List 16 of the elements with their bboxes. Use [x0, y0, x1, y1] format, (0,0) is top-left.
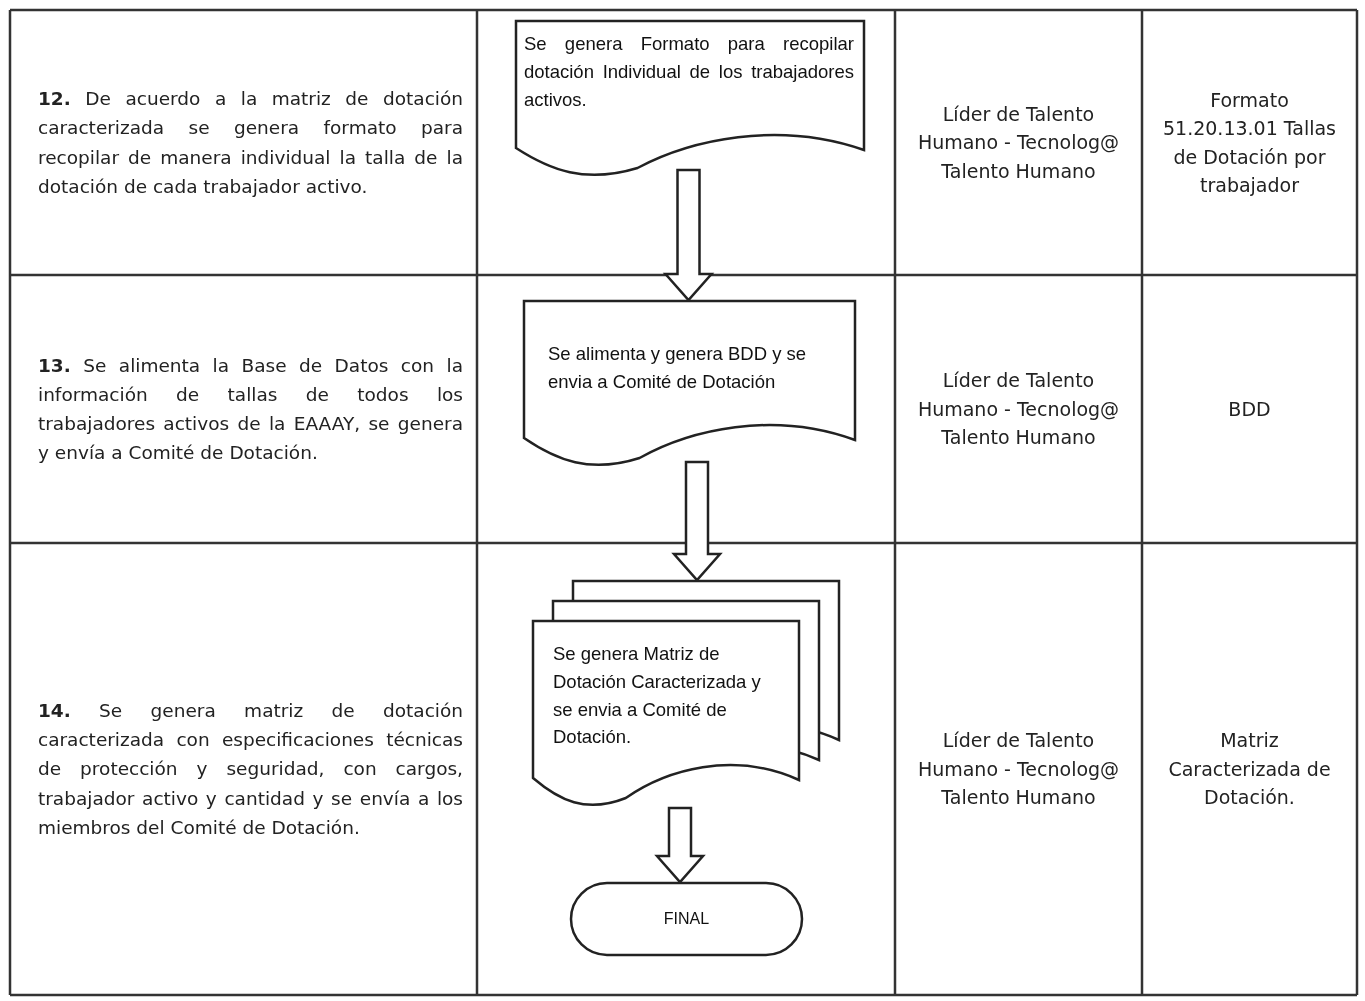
terminator-label: FINAL — [662, 909, 711, 929]
document-text: Se alimenta y genera BDD y se envia a Comité de Dotación — [548, 342, 808, 394]
step-description: 14. Se genera matriz de dotación caracterizada con especificaciones técnicas de protección y seguridad, con cargos, trabajador activo y cantidad y se envía a los miembros del Comité de Dotación. — [38, 698, 463, 840]
output-document: Formato 51.20.13.01 Tallas de Dotación por trabajador — [1161, 87, 1338, 198]
block-arrow — [671, 460, 723, 582]
step-description: 13. Se alimenta la Base de Datos con la información de tallas de todos los trabajadores activos de la EAAAY, se genera y envía a Comité de Dotación. — [38, 353, 463, 466]
responsible-role: Líder de Talento Humano - Tecnolog@ Talento Humano — [916, 368, 1121, 451]
document-text: Se genera Matriz de Dotación Caracterizada y se envia a Comité de Dotación. — [553, 642, 762, 750]
block-arrow — [654, 806, 706, 884]
responsible-role: Líder de Talento Humano - Tecnolog@ Talento Humano — [916, 101, 1121, 184]
output-document: BDD — [1228, 396, 1271, 422]
output-document: Matriz Caracterizada de Dotación. — [1167, 728, 1332, 811]
document-text: Se genera Formato para recopilar dotación Individual de los trabajadores activos. — [524, 32, 854, 112]
responsible-role: Líder de Talento Humano - Tecnolog@ Talento Humano — [916, 728, 1121, 811]
block-arrow — [662, 168, 715, 302]
step-description: 12. De acuerdo a la matriz de dotación caracterizada se genera formato para recopilar de manera individual la talla de la dotación de cada trabajador activo. — [38, 87, 463, 199]
